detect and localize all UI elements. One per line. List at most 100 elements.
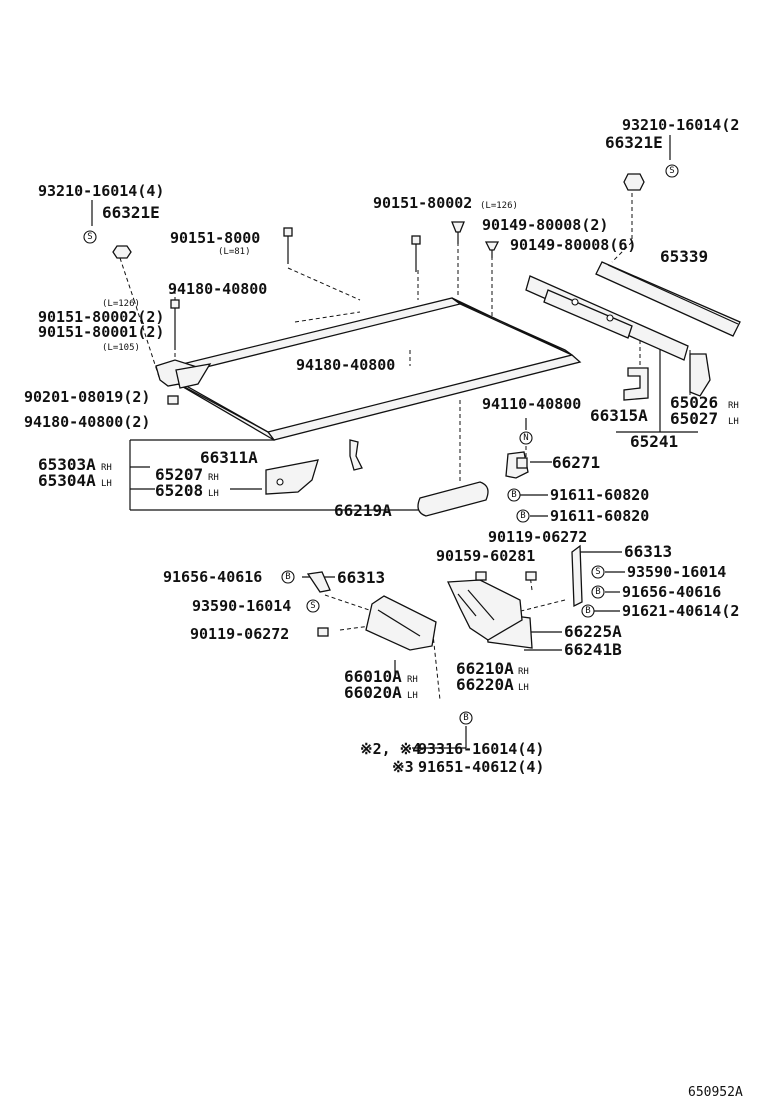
nut-66321e-left (112, 245, 132, 259)
label-66020a: 66020A (344, 683, 402, 702)
nut-66321e-right (623, 173, 645, 191)
bolt-90151-a (283, 227, 293, 264)
label-94110-40800: 94110-40800 (482, 395, 581, 413)
bolt-90151-top (411, 235, 421, 272)
label-66220a: 66220A (456, 675, 514, 694)
label-66010a-rh: RH (407, 675, 418, 685)
marker-s: S (669, 166, 674, 176)
fastener-90159 (475, 571, 537, 581)
hinge-65207 (265, 459, 319, 495)
marker-b: B (511, 490, 516, 500)
label-65026-rh: RH (728, 401, 739, 411)
label-65208: 65208 (155, 481, 203, 500)
label-94180-40800-2: 94180-40800(2) (24, 413, 150, 431)
label-65026: 65026 (670, 393, 718, 412)
cover-66219a (417, 481, 489, 517)
mudguard-66010a (365, 595, 437, 651)
label-94180-40800-top: 94180-40800 (168, 280, 267, 298)
label-65207-rh: RH (208, 473, 219, 483)
label-66020a-lh: LH (407, 691, 418, 701)
label-94180-40800-mid: 94180-40800 (296, 356, 395, 374)
label-93210-16014-left: 93210-16014(4) (38, 182, 164, 200)
bracket-66315a (623, 367, 649, 401)
label-93210-16014-right: 93210-16014(2 (622, 116, 739, 134)
label-length-105: (L=105) (102, 343, 140, 353)
label-66210a: 66210A (456, 659, 514, 678)
catalog-code: 650952A (688, 1085, 743, 1100)
label-65207: 65207 (155, 465, 203, 484)
marker-b: B (595, 587, 600, 597)
label-note-3: ※3 (392, 758, 414, 776)
label-66241b: 66241B (564, 640, 622, 659)
marker-s: S (87, 232, 92, 242)
label-91621-40614: 91621-40614(2 (622, 602, 739, 620)
label-66219a: 66219A (334, 501, 392, 520)
label-90159-60281: 90159-60281 (436, 547, 535, 565)
label-66321e-left: 66321E (102, 203, 160, 222)
label-90201-08019: 90201-08019(2) (24, 388, 150, 406)
label-65241: 65241 (630, 432, 678, 451)
label-66315a: 66315A (590, 406, 648, 425)
label-66321e-right: 66321E (605, 133, 663, 152)
rail-65339 (595, 261, 741, 337)
label-91611-60820-a: 91611-60820 (550, 486, 649, 504)
label-90151-80002-top: 90151-80002 (373, 194, 472, 212)
marker-b: B (585, 606, 590, 616)
hinge-65026 (689, 353, 711, 397)
fastener-90201 (167, 395, 179, 405)
fastener-90119-left (317, 627, 329, 637)
clip-66311a (349, 439, 363, 471)
label-93590-16014-left: 93590-16014 (192, 597, 291, 615)
label-note-2-4: ※2, ※4 (360, 740, 421, 758)
marker-b: B (520, 511, 525, 521)
label-91611-60820-b: 91611-60820 (550, 507, 649, 525)
label-91656-40616-right: 91656-40616 (622, 583, 721, 601)
marker-s: S (595, 567, 600, 577)
label-90151-80002: 90151-80002(2) (38, 308, 164, 326)
marker-b: B (285, 572, 290, 582)
label-90149-80008-6: 90149-80008(6) (510, 236, 636, 254)
label-66311a: 66311A (200, 448, 258, 467)
label-66010a: 66010A (344, 667, 402, 686)
stay-66313-left (306, 571, 331, 593)
label-65208-lh: LH (208, 489, 219, 499)
stay-66313-right (571, 544, 583, 608)
bolt-90151-left (170, 299, 180, 350)
label-65027-lh: LH (728, 417, 739, 427)
marker-b: B (463, 713, 468, 723)
label-66225a: 66225A (564, 622, 622, 641)
label-65027: 65027 (670, 409, 718, 428)
marker-s: S (310, 601, 315, 611)
label-65304a-lh: LH (101, 479, 112, 489)
label-91651-40612: 91651-40612(4) (418, 758, 544, 776)
marker-n: N (523, 433, 528, 443)
symbol-markers: S S N B B S B B B S B (83, 164, 679, 725)
bolt-90149-a (451, 221, 465, 244)
label-66210a-rh: RH (518, 667, 529, 677)
label-91656-40616-left: 91656-40616 (163, 568, 262, 586)
part-labels: 93210-16014(2 66321E 93210-16014(4) 6632… (24, 116, 743, 1100)
label-66313-right: 66313 (624, 542, 672, 561)
label-length-126-top: (L=126) (480, 201, 518, 211)
label-length-81: (L=81) (218, 247, 251, 257)
label-65339: 65339 (660, 247, 708, 266)
rail-65241-under (543, 289, 633, 339)
label-90149-80008-2: 90149-80008(2) (482, 216, 608, 234)
label-90119-06272-top: 90119-06272 (488, 528, 587, 546)
label-66220a-lh: LH (518, 683, 529, 693)
frame-corner-bracket (175, 363, 212, 389)
label-66313-left: 66313 (337, 568, 385, 587)
label-65303a: 65303A (38, 455, 96, 474)
label-65304a: 65304A (38, 471, 96, 490)
label-length-126: (L=126) (102, 299, 140, 309)
label-93316-16014: 93316-16014(4) (418, 740, 544, 758)
label-65303a-rh: RH (101, 463, 112, 473)
parts-drawing (112, 173, 741, 651)
label-93590-16014-right: 93590-16014 (627, 563, 726, 581)
label-66271: 66271 (552, 453, 600, 472)
label-90151-8000x: 90151-8000 (170, 229, 260, 247)
label-90119-06272-left: 90119-06272 (190, 625, 289, 643)
label-90151-80001: 90151-80001(2) (38, 323, 164, 341)
bolt-90149-b (484, 241, 500, 258)
